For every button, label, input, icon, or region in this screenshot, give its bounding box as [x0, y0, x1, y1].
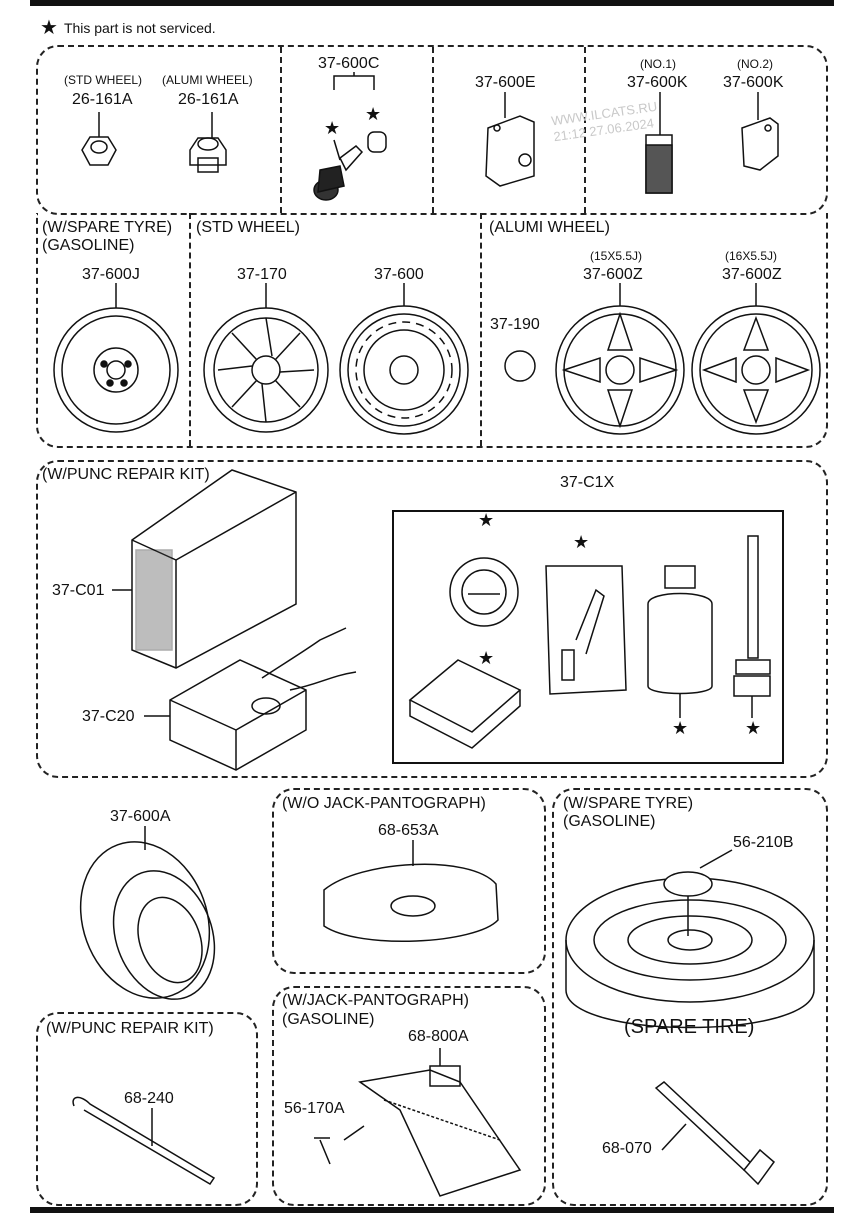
divider [584, 47, 586, 213]
tag-punc-repair-kit-2: (W/PUNC REPAIR KIT) [46, 1020, 214, 1037]
tag-wo-jack: (W/O JACK-PANTOGRAPH) [282, 795, 486, 812]
part-37-600E[interactable]: 37-600E [475, 74, 536, 91]
not-serviced-note: ★ This part is not serviced. [40, 18, 216, 38]
part-37-600C[interactable]: 37-600C [318, 55, 380, 72]
part-37-600A[interactable]: 37-600A [110, 808, 171, 825]
tag-gasoline-3: (GASOLINE) [282, 1011, 375, 1028]
part-37-600K-no2[interactable]: 37-600K [723, 74, 784, 91]
panel-spare-tyre [552, 788, 828, 1206]
part-68-240[interactable]: 68-240 [124, 1090, 174, 1107]
part-37-190[interactable]: 37-190 [490, 316, 540, 333]
bottom-rule [30, 1207, 834, 1213]
tag-std-wheel: (STD WHEEL) [64, 73, 142, 87]
tag-gasoline: (GASOLINE) [42, 237, 135, 254]
tag-spare-tyre: (W/SPARE TYRE) [42, 219, 173, 236]
panel-row2 [36, 213, 828, 448]
divider [280, 47, 282, 213]
part-37-600Z-16[interactable]: 37-600Z [722, 266, 782, 283]
gauge-50: 50 [477, 595, 491, 609]
tire-illustration [79, 826, 216, 1000]
part-68-653A[interactable]: 68-653A [378, 822, 439, 839]
part-37-600K-no1[interactable]: 37-600K [627, 74, 688, 91]
panel-jack [272, 986, 546, 1206]
part-26-161A-alumi[interactable]: 26-161A [178, 91, 239, 108]
part-68-070[interactable]: 68-070 [602, 1140, 652, 1157]
part-56-210B[interactable]: 56-210B [733, 834, 794, 851]
part-37-170[interactable]: 37-170 [237, 266, 287, 283]
panel-wo-jack [272, 788, 546, 974]
part-37-600[interactable]: 37-600 [374, 266, 424, 283]
divider [480, 213, 482, 446]
tag-punc-repair-kit: (W/PUNC REPAIR KIT) [42, 466, 210, 483]
part-37-C20[interactable]: 37-C20 [82, 708, 135, 725]
star-icon: ★ [40, 17, 58, 39]
part-37-600Z-15[interactable]: 37-600Z [583, 266, 643, 283]
top-rule [30, 0, 834, 6]
tag-alumi-wheel-2: (ALUMI WHEEL) [489, 219, 610, 236]
panel-punc-kit [36, 460, 828, 778]
part-68-800A[interactable]: 68-800A [408, 1028, 469, 1045]
tag-no2: (NO.2) [737, 57, 773, 71]
panel-punc-hook [36, 1012, 258, 1206]
tag-spare-tyre-2: (W/SPARE TYRE) [563, 795, 694, 812]
gauge-80: 80 [477, 578, 491, 592]
tag-15x55j: (15X5.5J) [590, 249, 643, 263]
tag-alumi-wheel: (ALUMI WHEEL) [162, 73, 253, 87]
part-37-600J[interactable]: 37-600J [82, 266, 140, 283]
spare-tire-label: (SPARE TIRE) [624, 1016, 755, 1038]
tag-gasoline-2: (GASOLINE) [563, 813, 656, 830]
divider [189, 213, 191, 446]
tag-std-wheel-2: (STD WHEEL) [196, 219, 300, 236]
panel-row1 [36, 45, 828, 215]
part-56-170A[interactable]: 56-170A [284, 1100, 345, 1117]
tag-16x55j: (16X5.5J) [725, 249, 778, 263]
part-26-161A-std[interactable]: 26-161A [72, 91, 133, 108]
kit-box [392, 510, 784, 764]
tag-w-jack: (W/JACK-PANTOGRAPH) [282, 992, 469, 1009]
tag-no1: (NO.1) [640, 57, 676, 71]
part-37-C01[interactable]: 37-C01 [52, 582, 105, 599]
part-37-C1X[interactable]: 37-C1X [560, 474, 615, 491]
divider [432, 47, 434, 213]
note-text: This part is not serviced. [63, 20, 216, 36]
